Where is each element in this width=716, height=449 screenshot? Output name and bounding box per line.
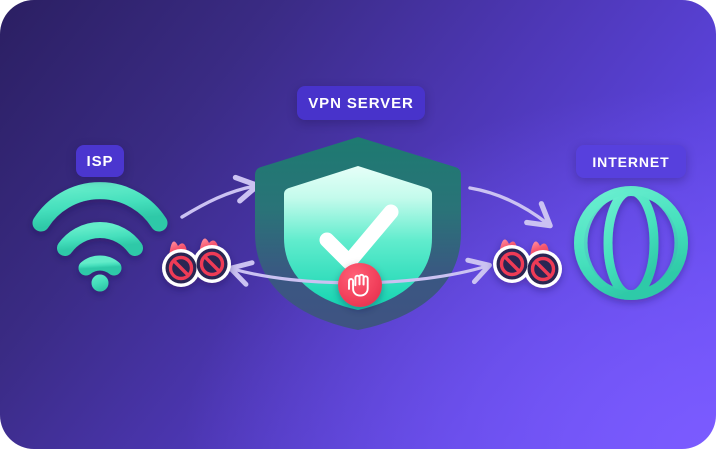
shield-inner [284, 166, 432, 310]
shield-outer [255, 137, 461, 330]
badge-isp-label: ISP [86, 152, 114, 170]
hand-icon [348, 273, 369, 297]
check-icon [319, 204, 399, 270]
badge-internet-label: INTERNET [592, 153, 670, 170]
binoculars-blocked-icon-left [162, 238, 231, 287]
badge-internet: INTERNET [576, 145, 686, 178]
arrow-blocked-bidirectional [228, 257, 492, 287]
globe-icon [574, 186, 688, 300]
badge-vpn-server-label: VPN SERVER [308, 94, 414, 112]
wifi-icon [32, 182, 168, 292]
badge-vpn-server: VPN SERVER [297, 86, 425, 120]
stop-hand-badge [338, 263, 382, 307]
badge-isp: ISP [76, 145, 124, 177]
binoculars-blocked-icon-right [493, 239, 562, 288]
arrow-vpn-to-internet [468, 186, 553, 229]
arrow-isp-to-vpn [180, 174, 261, 219]
